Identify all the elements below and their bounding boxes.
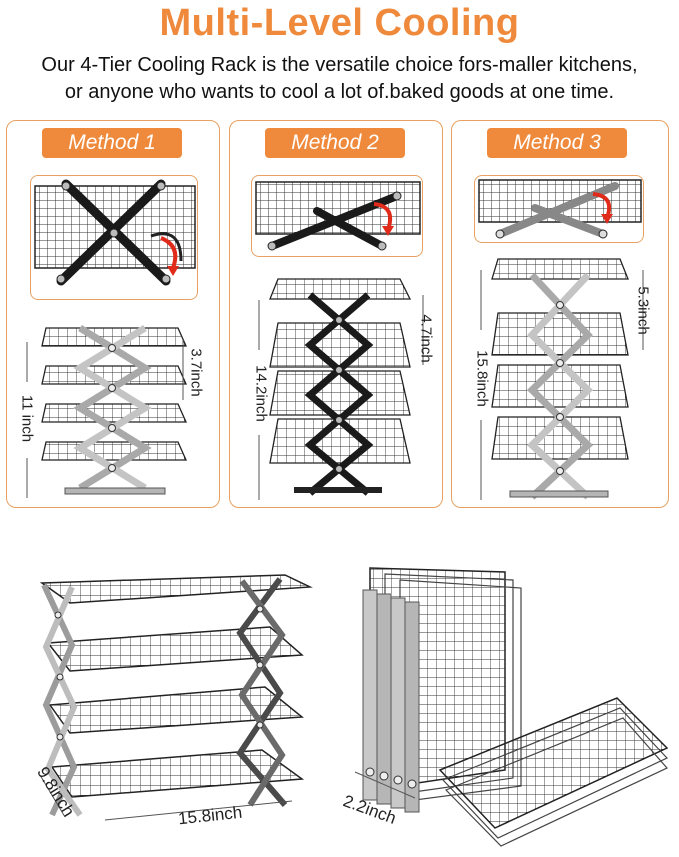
method-1-rack xyxy=(41,325,188,495)
method-1-detail-inset xyxy=(30,175,198,300)
method-2-gap-line xyxy=(422,295,424,365)
method-3-rack xyxy=(491,258,629,500)
method-3-height-line xyxy=(480,270,482,500)
method-1-total-height: 11 inch xyxy=(18,394,36,443)
method-2-detail-inset xyxy=(251,175,423,257)
method-1-height-line xyxy=(26,342,28,498)
method-2-detail-drawing xyxy=(255,181,421,251)
method-3-tier-gap: 5.3inch xyxy=(634,286,652,335)
method-1-detail-drawing xyxy=(34,179,196,286)
method-2-tier-gap: 4.7inch xyxy=(417,314,435,363)
method-3-label: Method 3 xyxy=(487,128,627,158)
method-2-total-height: 14.2inch xyxy=(252,365,270,422)
subtitle-line-1: Our 4-Tier Cooling Rack is the versatile… xyxy=(41,54,638,76)
method-3-detail-inset xyxy=(474,175,644,243)
page-title: Multi-Level Cooling xyxy=(159,2,520,44)
method-2-rack xyxy=(269,278,412,496)
method-3-detail-drawing xyxy=(478,179,642,239)
method-2-height-line xyxy=(258,300,260,500)
method-2-label: Method 2 xyxy=(265,128,405,158)
method-3-gap-line xyxy=(642,270,644,350)
method-1-tier-gap: 3.7inch xyxy=(187,348,205,397)
method-1-label: Method 1 xyxy=(42,128,182,158)
folded-rack xyxy=(354,567,669,847)
page-subtitle: Our 4-Tier Cooling Rack is the versatile… xyxy=(0,52,679,106)
expanded-rack xyxy=(39,574,313,821)
method-1-gap-line xyxy=(182,340,184,400)
subtitle-line-2: or anyone who wants to cool a lot of.bak… xyxy=(64,81,615,103)
method-3-total-height: 15.8inch xyxy=(473,350,491,407)
